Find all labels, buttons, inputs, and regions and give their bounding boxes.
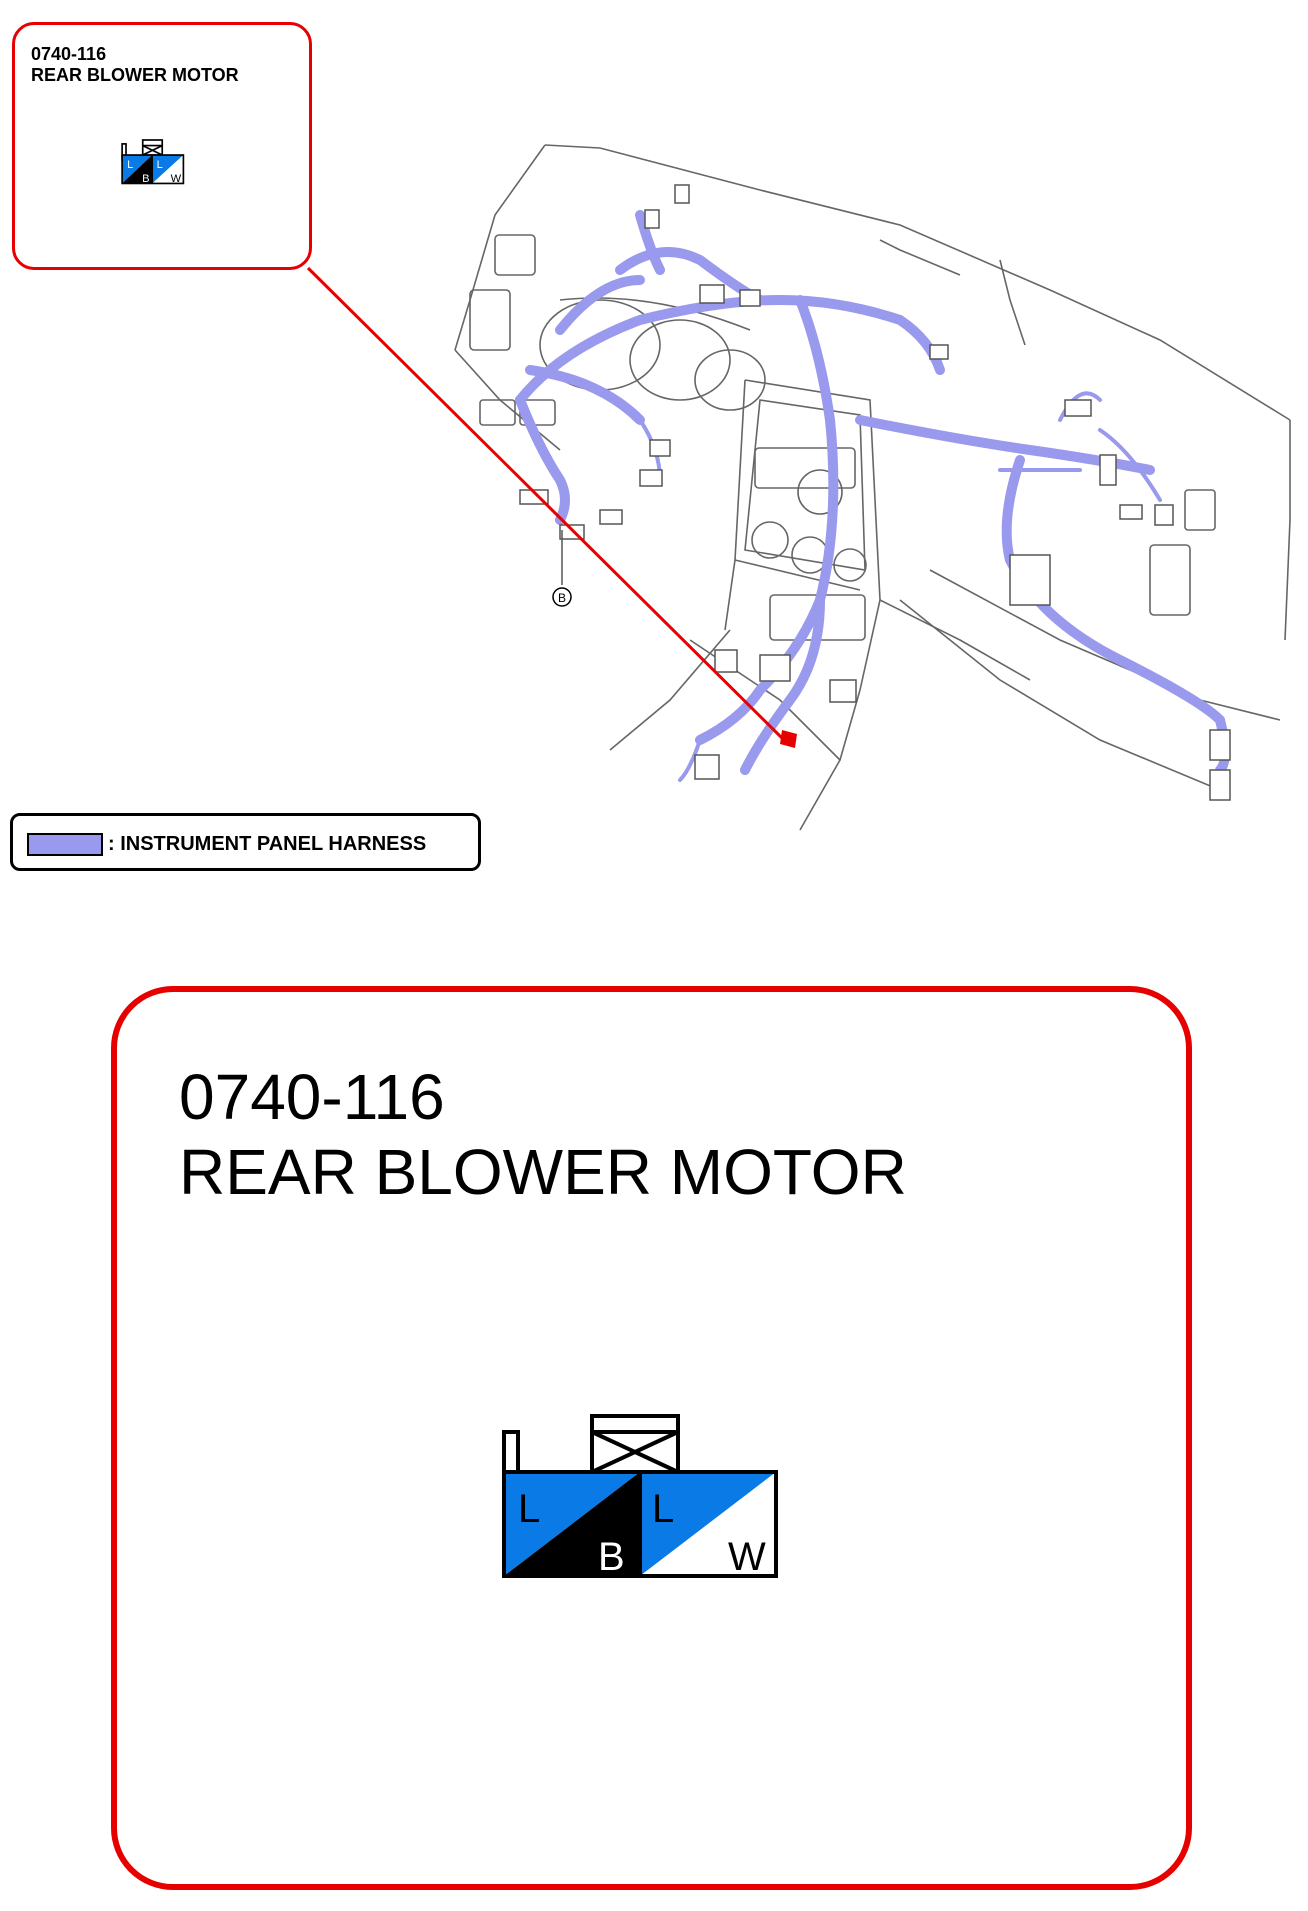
pin-1-bottom-label-large: B	[598, 1535, 625, 1579]
connector-face-icon-small: L B L W	[121, 139, 185, 185]
connector-code: 0740-116	[31, 44, 107, 64]
connector-code-large: 0740-116	[179, 1061, 445, 1133]
instrument-panel-harness	[515, 210, 1230, 775]
dashboard-outline	[454, 144, 1291, 831]
pin-1-bottom-label: B	[142, 173, 149, 185]
connector-name-large: REAR BLOWER MOTOR	[179, 1136, 907, 1208]
pin-2-top-label-large: L	[652, 1487, 674, 1531]
ground-marker-label: B	[558, 591, 566, 605]
pin-2-bottom-label: W	[171, 173, 182, 185]
pin-1-top-label-large: L	[518, 1487, 540, 1531]
legend-label: : INSTRUMENT PANEL HARNESS	[108, 833, 427, 855]
connector-face-icon-large: L B L W	[502, 1414, 778, 1579]
connector-callout-small: 0740-116 REAR BLOWER MOTOR L B L W	[12, 22, 312, 270]
harness-connectors	[519, 184, 1231, 801]
callout-leader-line	[306, 266, 786, 742]
pin-2-bottom-label-large: W	[728, 1535, 766, 1579]
legend: : INSTRUMENT PANEL HARNESS	[10, 813, 481, 871]
connector-callout-large: 0740-116 REAR BLOWER MOTOR L B L W	[111, 986, 1192, 1890]
pin-2-top-label: L	[157, 159, 163, 171]
ground-marker	[552, 530, 572, 607]
harness-thin-branches	[638, 391, 1162, 782]
connector-name: REAR BLOWER MOTOR	[31, 65, 239, 85]
harness-color-swatch	[27, 833, 103, 856]
pin-1-top-label: L	[127, 159, 133, 171]
connector-location-marker	[780, 730, 797, 748]
